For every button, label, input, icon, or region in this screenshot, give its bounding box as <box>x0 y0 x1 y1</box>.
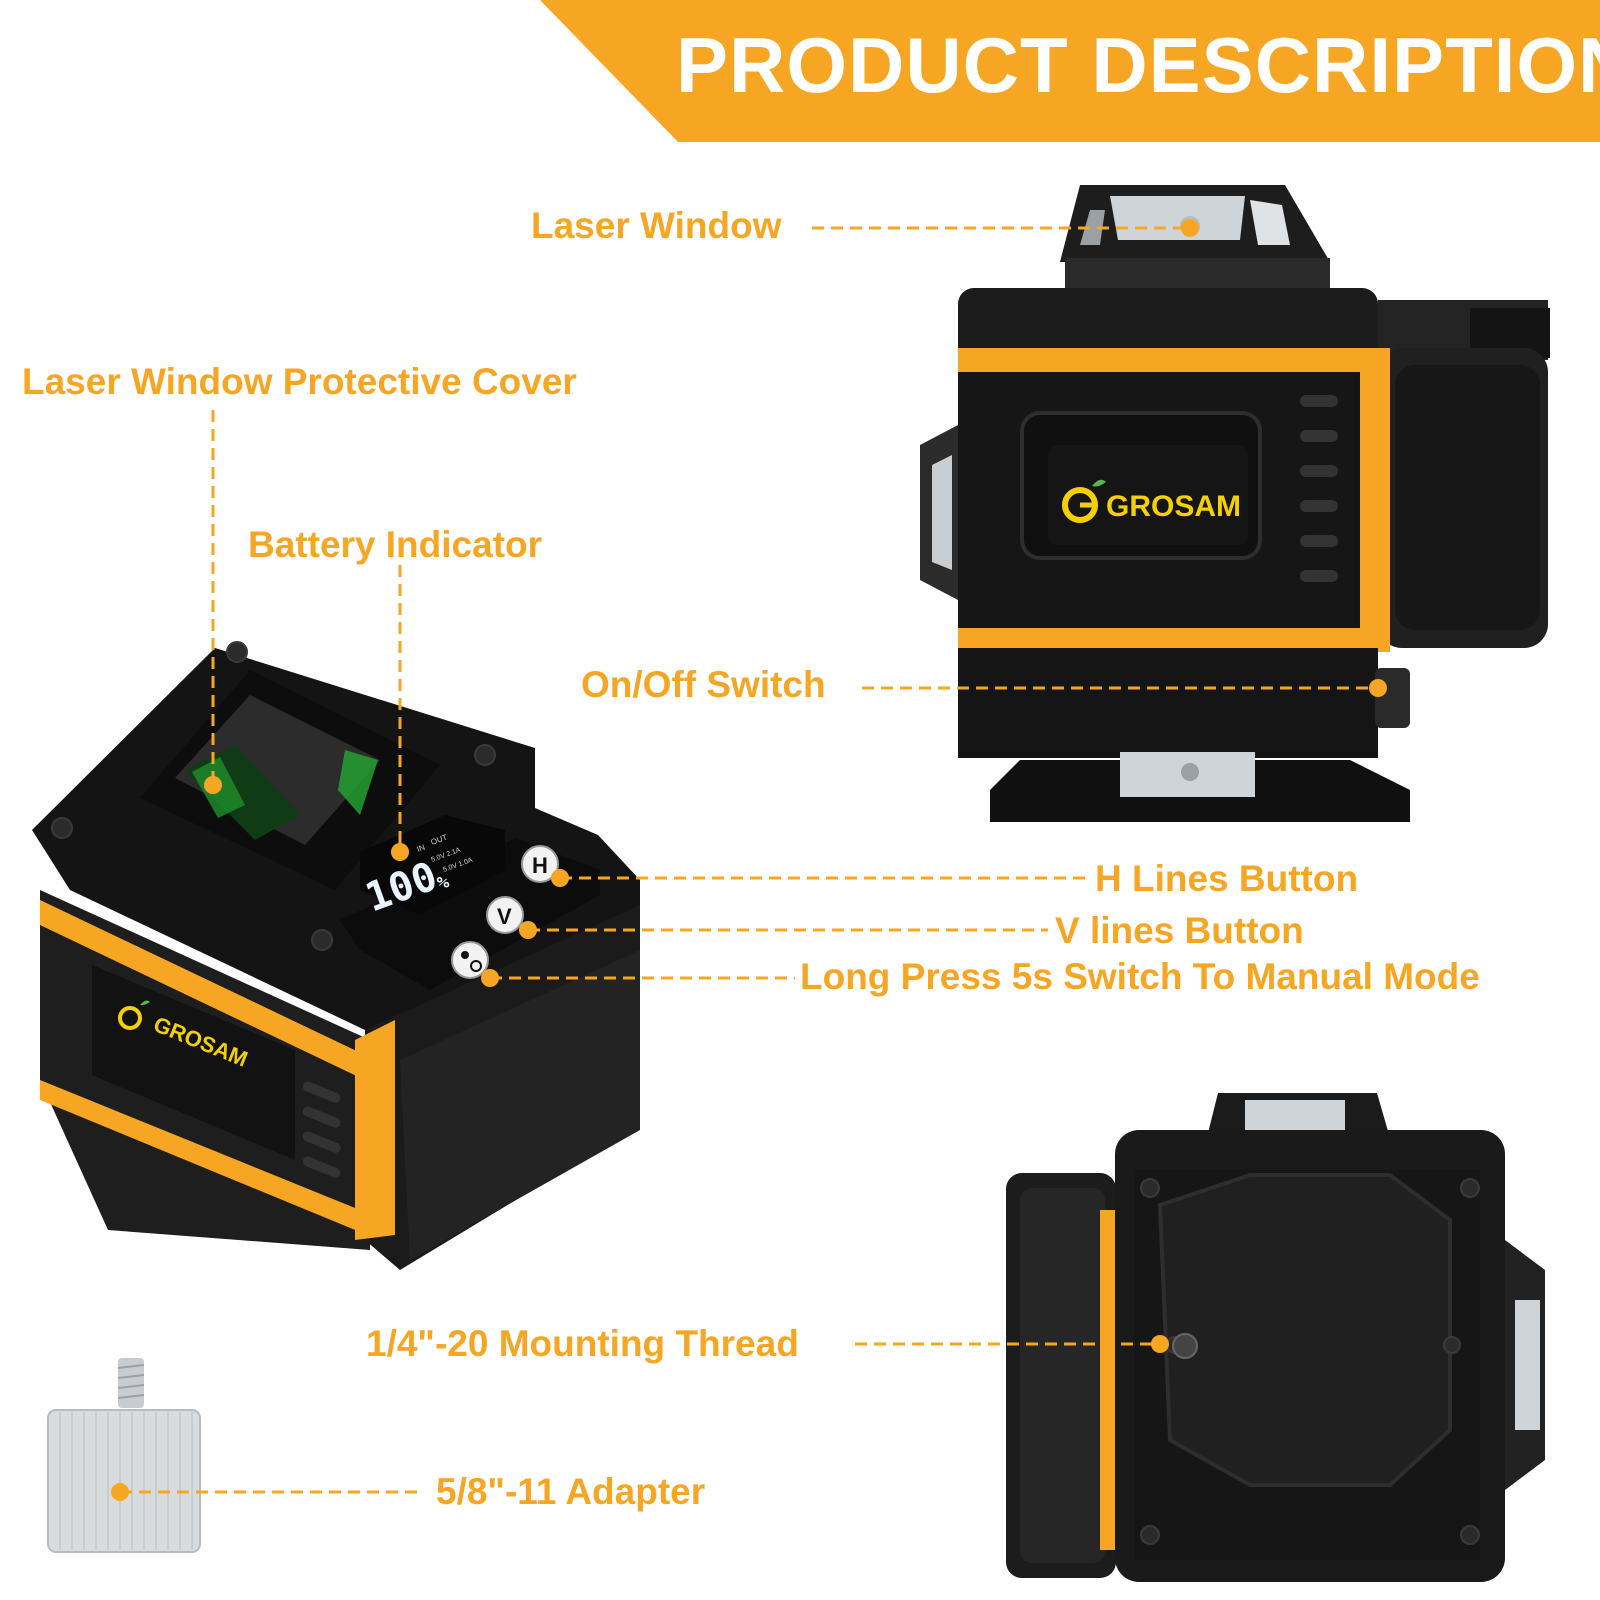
h-button-letter: H <box>532 853 548 878</box>
label-battery-indicator: Battery Indicator <box>248 524 543 565</box>
grosam-logo-icon <box>118 1000 150 1030</box>
brand-name-front: GROSAM <box>1106 490 1241 523</box>
grosam-logo-icon <box>1062 479 1106 523</box>
label-v-lines-button: V lines Button <box>1055 910 1304 951</box>
port-in-label: IN <box>416 843 427 854</box>
device-front-view: GROSAM <box>920 185 1550 822</box>
label-laser-window: Laser Window <box>531 205 782 246</box>
callout-lines <box>120 226 1378 1494</box>
label-adapter: 5/8"-11 Adapter <box>436 1471 706 1512</box>
v-button-letter: V <box>497 904 512 929</box>
power-sun-icon[interactable] <box>451 941 489 979</box>
v-lines-button[interactable]: V <box>486 896 524 934</box>
mounting-thread-hole <box>1172 1333 1198 1359</box>
banner-shape <box>540 0 1600 142</box>
label-on-off-switch: On/Off Switch <box>581 664 826 705</box>
callout-dots <box>111 219 1387 1501</box>
label-h-lines-button: H Lines Button <box>1095 858 1359 899</box>
h-lines-button[interactable]: H <box>521 845 559 883</box>
on-off-switch[interactable] <box>1375 668 1410 728</box>
banner-title: PRODUCT DESCRIPTION <box>676 21 1600 109</box>
thread-adapter-icon <box>47 1358 201 1553</box>
label-manual-mode: Long Press 5s Switch To Manual Mode <box>800 956 1480 997</box>
label-protective-cover: Laser Window Protective Cover <box>22 361 577 402</box>
label-mounting-thread: 1/4"-20 Mounting Thread <box>366 1323 799 1364</box>
device-bottom-view <box>1006 1093 1545 1582</box>
device-top-view: GROSAM 100 % IN OUT 5.0V 2.1A 5.0V 1.0A <box>32 641 640 1270</box>
